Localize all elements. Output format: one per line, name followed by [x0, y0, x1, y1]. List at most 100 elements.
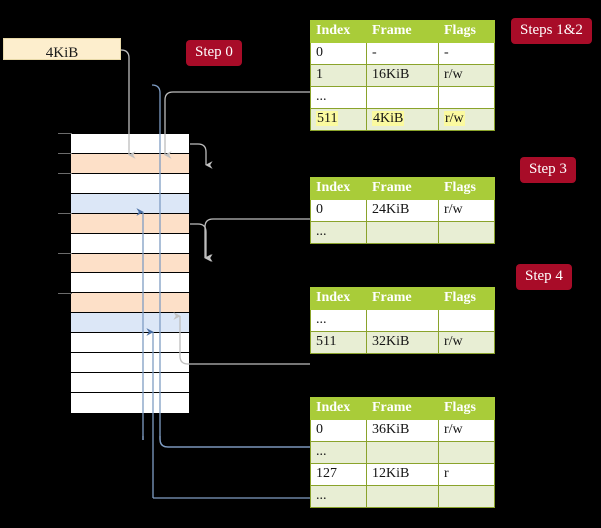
cell-index: ...: [310, 441, 367, 464]
column-header-flags: Flags: [438, 177, 495, 200]
table-row: 511 4KiB r/w: [310, 108, 495, 131]
column-header-index: Index: [310, 397, 367, 420]
frame-size-box: 4KiB: [3, 38, 121, 61]
cell-frame: 32KiB: [366, 331, 439, 354]
cell-flags: r/w: [438, 199, 495, 222]
badge-step-4: Step 4: [516, 264, 572, 290]
cell-index: ...: [310, 309, 367, 332]
memory-tick: [58, 253, 72, 254]
cell-index: ...: [310, 86, 367, 109]
table-row: ...: [310, 309, 495, 332]
memory-row: [71, 273, 189, 294]
badge-step-3-label: Step 3: [529, 161, 567, 177]
memory-tick: [58, 173, 72, 174]
wire-table1-to-memory: [204, 218, 310, 262]
column-header-index: Index: [310, 177, 367, 200]
memory-row: [71, 333, 189, 354]
column-header-frame: Frame: [366, 287, 439, 310]
cell-frame: [366, 485, 439, 508]
memory-row: [71, 173, 189, 194]
cell-flags: r/w: [438, 331, 495, 354]
cell-index: 0: [310, 42, 367, 65]
memory-tick: [58, 153, 72, 154]
column-header-frame: Frame: [366, 20, 439, 43]
cell-frame: [366, 86, 439, 109]
memory-tick: [58, 213, 72, 214]
cell-frame: 36KiB: [366, 419, 439, 442]
memory-row: [71, 353, 189, 374]
wire-bottom-row0-lead: [159, 436, 310, 448]
cell-flags: r/w: [438, 419, 495, 442]
badge-step-0-label: Step 0: [195, 44, 233, 60]
memory-row: [71, 293, 189, 314]
memory-row: [71, 193, 189, 214]
cell-index: 0: [310, 199, 367, 222]
table-row: 0--: [310, 42, 495, 65]
memory-tick: [58, 293, 72, 294]
cell-flags: [438, 441, 495, 464]
column-header-frame: Frame: [366, 177, 439, 200]
column-header-frame: Frame: [366, 397, 439, 420]
cell-frame: -: [366, 42, 439, 65]
cell-frame: 16KiB: [366, 64, 439, 87]
column-header-flags: Flags: [438, 287, 495, 310]
badge-steps-1-2: Steps 1&2: [511, 18, 592, 44]
cell-flags: [438, 221, 495, 244]
frame-size-label: 4KiB: [45, 45, 79, 61]
cell-frame: 12KiB: [366, 463, 439, 486]
memory-row: [71, 153, 189, 174]
cell-index: 511: [310, 331, 367, 354]
column-header-flags: Flags: [438, 397, 495, 420]
cell-index: ...: [310, 221, 367, 244]
table-row: ...: [310, 86, 495, 109]
column-header-index: Index: [310, 287, 367, 310]
memory-row: [71, 313, 189, 334]
memory-row: [71, 134, 189, 154]
memory-row: [71, 373, 189, 393]
cell-flags: r/w: [438, 64, 495, 87]
memory-tick: [58, 133, 72, 134]
table-row: ...: [310, 221, 495, 244]
cell-index: 1: [310, 64, 367, 87]
column-header-flags: Flags: [438, 20, 495, 43]
highlighted-value: 511: [316, 111, 339, 126]
cell-frame: 4KiB: [366, 108, 439, 131]
badge-step-4-label: Step 4: [525, 268, 563, 284]
cell-flags: [438, 86, 495, 109]
cell-frame: 24KiB: [366, 199, 439, 222]
memory-row: [71, 392, 189, 413]
cell-flags: [438, 309, 495, 332]
wire-memory-to-next-a: [190, 143, 213, 169]
cell-flags: r: [438, 463, 495, 486]
cell-index: 511: [310, 108, 367, 131]
memory-row: [71, 253, 189, 274]
badge-step-3: Step 3: [520, 157, 576, 183]
cell-frame: [366, 309, 439, 332]
highlighted-value: r/w: [444, 111, 465, 126]
cell-flags: -: [438, 42, 495, 65]
memory-row: [71, 213, 189, 234]
cell-flags: r/w: [438, 108, 495, 131]
cell-flags: [438, 485, 495, 508]
wire-memory-to-next-b: [190, 223, 213, 262]
badge-step-0: Step 0: [186, 40, 242, 66]
cell-frame: [366, 441, 439, 464]
column-header-index: Index: [310, 20, 367, 43]
memory-column: [70, 133, 190, 414]
cell-index: 0: [310, 419, 367, 442]
cell-index: ...: [310, 485, 367, 508]
